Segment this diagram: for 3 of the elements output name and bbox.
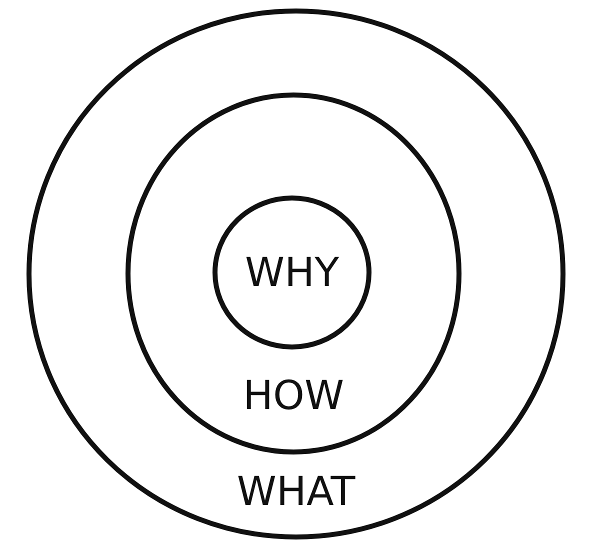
circle-label: WHAT — [236, 470, 356, 514]
circle-label: HOW — [242, 374, 344, 418]
circle-label: WHY — [244, 250, 340, 294]
